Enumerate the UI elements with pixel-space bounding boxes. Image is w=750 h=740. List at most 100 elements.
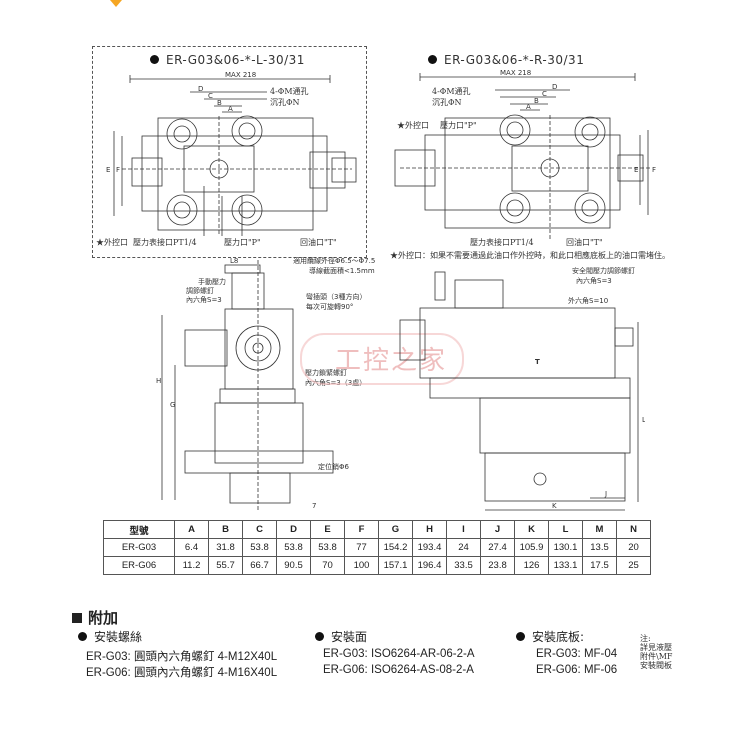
left-dim-e: E	[106, 166, 110, 174]
right-side-t-mark: T	[535, 358, 540, 366]
header-l: L	[548, 520, 583, 539]
bolts-heading: 安裝螺絲	[78, 628, 142, 645]
left-through-hole-label: 4-ΦM通孔	[270, 87, 309, 96]
table-cell: 70	[310, 556, 345, 575]
base-note-line: 安裝閥板	[640, 661, 672, 670]
table-cell: 55.7	[208, 556, 243, 575]
header-j: J	[480, 520, 515, 539]
side-l8: L8	[230, 257, 238, 265]
header-model: 型號	[103, 520, 175, 539]
accessories-title: 附加	[72, 607, 118, 628]
left-dim-a: A	[228, 105, 233, 113]
cable-spec-label: 適用纜線外徑Φ6.5～Φ7.5	[293, 257, 376, 265]
base-heading: 安裝底板:	[516, 628, 584, 645]
base-g06-line: ER-G06: MF-06	[536, 664, 618, 676]
watermark-text: 工控之家	[335, 346, 448, 376]
table-cell: 77	[344, 538, 379, 557]
base-note-line: 附件\MF	[640, 652, 673, 661]
table-cell: 31.8	[208, 538, 243, 557]
table-row: ER-G06 11.2 55.7 66.7 90.5 70 100 157.1 …	[103, 556, 651, 575]
table-cell: 90.5	[276, 556, 311, 575]
safety-valve-label-1: 安全閥壓力調節螺釘	[572, 267, 635, 275]
surface-heading: 安裝面	[315, 628, 367, 645]
table-cell: 13.5	[582, 538, 617, 557]
right-gauge-port-label: 壓力表接口PT1/4	[470, 238, 534, 247]
header-i: I	[446, 520, 481, 539]
socket-label-1: 彎插頭（3種方向）	[306, 293, 367, 301]
table-cell: 11.2	[174, 556, 209, 575]
left-dim-f: F	[116, 166, 120, 174]
safety-valve-label-2: 內六角S=3	[576, 277, 612, 285]
right-ext-pilot-label: ★外控口	[397, 121, 429, 130]
left-ext-pilot-label: ★外控口	[96, 238, 128, 247]
header-e: E	[310, 520, 345, 539]
right-top-view: MAX 218 D C B A E F	[394, 69, 656, 240]
right-dim-c: C	[542, 90, 547, 98]
left-t-port-label: 回油口"T"	[300, 238, 337, 247]
table-cell: 154.2	[378, 538, 413, 557]
header-d: D	[276, 520, 311, 539]
base-note-line: 注:	[640, 634, 651, 643]
base-g03-line: ER-G03: MF-04	[536, 648, 618, 660]
right-side-view: L K J T	[399, 271, 645, 511]
table-cell: 100	[344, 556, 379, 575]
left-side-view: H G L8 7	[156, 257, 334, 510]
table-cell: 25	[616, 556, 651, 575]
right-dim-f: F	[652, 166, 656, 174]
header-m: M	[582, 520, 617, 539]
left-max-label: MAX 218	[225, 71, 256, 79]
header-k: K	[514, 520, 549, 539]
right-counterbore-label: 沉孔ΦN	[432, 98, 462, 107]
left-dim-d: D	[198, 85, 203, 93]
table-cell: 6.4	[174, 538, 209, 557]
surface-g06-line: ER-G06: ISO6264-AS-08-2-A	[323, 664, 474, 676]
surface-g03-line: ER-G03: ISO6264-AR-06-2-A	[323, 648, 475, 660]
table-cell: 53.8	[242, 538, 277, 557]
header-b: B	[208, 520, 243, 539]
hex10-label: 外六角S=10	[568, 297, 609, 305]
table-cell: 27.4	[480, 538, 515, 557]
right-dim-a: A	[526, 103, 531, 111]
table-cell: 130.1	[548, 538, 583, 557]
manual-adjust-label-1: 手動壓力	[198, 278, 226, 286]
side-dim-h: H	[156, 377, 161, 385]
right-max-label: MAX 218	[500, 69, 531, 77]
table-cell: 53.8	[276, 538, 311, 557]
left-drawing-title: ER-G03&06-*-L-30/31	[150, 53, 305, 67]
header-h: H	[412, 520, 447, 539]
lock-screw-label-1: 壓力鎖緊螺釘	[305, 369, 347, 377]
square-bullet-icon	[72, 613, 82, 623]
spec-table-header: 型號 A B C D E F G H I J K L M N	[103, 520, 651, 539]
base-note-line: 詳見液壓	[640, 643, 672, 652]
table-cell: 157.1	[378, 556, 413, 575]
right-drawing-title: ER-G03&06-*-R-30/31	[428, 53, 584, 67]
watermark-ring	[300, 333, 464, 385]
header-a: A	[174, 520, 209, 539]
right-through-hole-label: 4-ΦM通孔	[432, 87, 471, 96]
bolts-g03-line: ER-G03: 圓頭內六角螺釘 4-M12X40L	[86, 651, 278, 663]
table-cell: 23.8	[480, 556, 515, 575]
left-counterbore-label: 沉孔ΦN	[270, 98, 300, 107]
cell-model: ER-G06	[103, 556, 175, 575]
cell-model: ER-G03	[103, 538, 175, 557]
right-t-port-label: 回油口"T"	[566, 238, 603, 247]
table-row: ER-G03 6.4 31.8 53.8 53.8 53.8 77 154.2 …	[103, 538, 651, 557]
manual-adjust-label-2: 調節螺釘	[186, 287, 214, 295]
left-p-port-label: 壓力口"P"	[224, 238, 261, 247]
left-drawing-frame	[92, 46, 367, 258]
side-dim-g: G	[170, 401, 175, 409]
locating-pin-label: 定位銷Φ6	[318, 463, 349, 471]
socket-label-2: 每次可旋轉90°	[306, 303, 354, 311]
table-cell: 24	[446, 538, 481, 557]
bolts-g06-line: ER-G06: 圓頭內六角螺釘 4-M16X40L	[86, 667, 278, 679]
right-side-dim-j: J	[604, 490, 607, 498]
spec-table: 型號 A B C D E F G H I J K L M N ER-G03 6.…	[103, 520, 651, 575]
side-t7: 7	[312, 502, 316, 510]
right-dim-e: E	[634, 166, 638, 174]
table-cell: 66.7	[242, 556, 277, 575]
header-g: G	[378, 520, 413, 539]
table-cell: 196.4	[412, 556, 447, 575]
right-dim-d: D	[552, 83, 557, 91]
left-dim-b: B	[217, 99, 222, 107]
left-dim-c: C	[208, 92, 213, 100]
